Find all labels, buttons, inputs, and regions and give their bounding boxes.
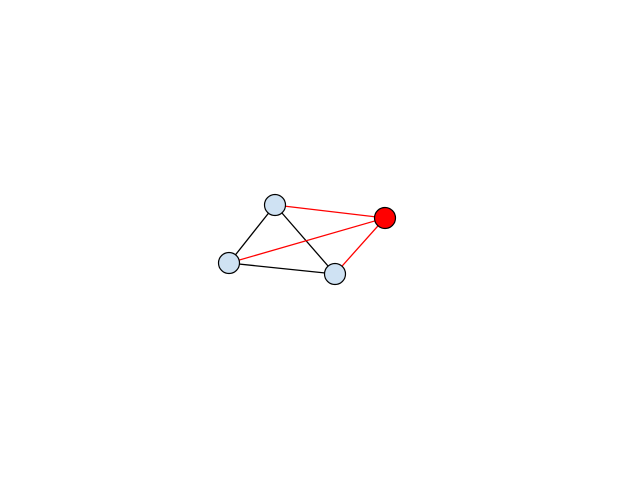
graph-edge-2-3 [334,217,386,275]
graph-edge-0-3 [274,204,386,219]
graph-edge-0-1 [228,204,276,264]
graph-edge-0-2 [274,204,336,275]
graph-edge-1-3 [228,217,386,264]
graph-node-3 [373,206,397,230]
graph-node-1 [217,251,241,275]
graph-edge-1-2 [228,262,336,275]
nodes-layer [217,193,397,286]
graph-node-0 [263,193,287,217]
edges-layer [228,204,386,275]
graph-node-2 [323,262,347,286]
